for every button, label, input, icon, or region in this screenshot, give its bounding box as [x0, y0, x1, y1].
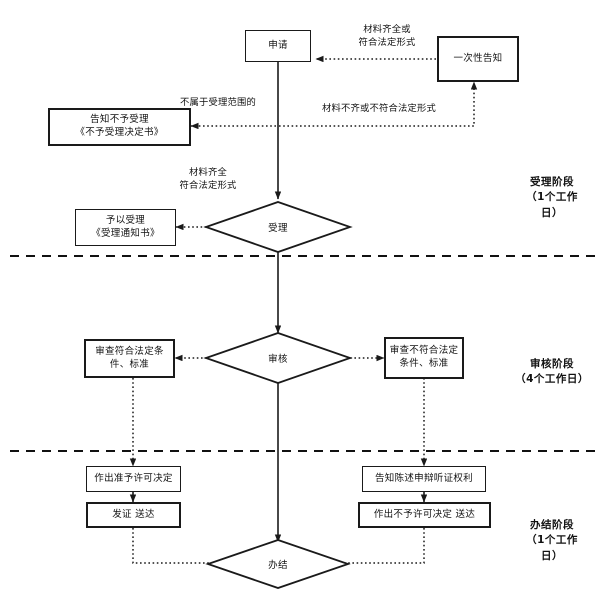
node-issue-deliver-label: 发证 送达 — [112, 508, 155, 520]
edge-issue-to-complete — [132, 528, 234, 567]
node-one-time-notice[interactable]: 一次性告知 — [437, 36, 519, 82]
node-decision-approve[interactable]: 作出准予许可决定 — [86, 466, 181, 492]
node-accept[interactable]: 受理 — [206, 202, 350, 252]
stage-label-acceptance: 受理阶段 （1个工作 日） — [508, 160, 596, 221]
node-apply[interactable]: 申请 — [245, 30, 311, 62]
stage-label-completion-name: 办结阶段 — [530, 519, 574, 532]
edge-label-materials-complete-or-legal: 材料齐全或 符合法定形式 — [358, 24, 416, 48]
stage-label-acceptance-duration: （1个工作 日） — [526, 191, 578, 219]
stage-label-acceptance-name: 受理阶段 — [530, 176, 574, 189]
node-decision-deny-label: 作出不予许可决定 送达 — [373, 508, 476, 520]
node-notice-not-accepted-label: 告知不予受理 《不予受理决定书》 — [75, 114, 164, 138]
stage-label-review: 审核阶段 （4个工作日） — [508, 342, 596, 388]
node-review[interactable]: 审核 — [206, 333, 350, 383]
node-notice-not-accepted[interactable]: 告知不予受理 《不予受理决定书》 — [48, 108, 191, 146]
node-review-conform-label: 审查符合法定条 件、标准 — [95, 345, 164, 370]
node-review-conform[interactable]: 审查符合法定条 件、标准 — [84, 339, 175, 378]
node-grant-acceptance-label: 予以受理 《受理通知书》 — [91, 214, 160, 239]
stage-label-review-duration: （4个工作日） — [515, 373, 589, 386]
stage-label-review-name: 审核阶段 — [530, 358, 574, 371]
node-issue-deliver[interactable]: 发证 送达 — [86, 502, 181, 528]
node-apply-label: 申请 — [268, 39, 288, 51]
node-review-not-conform[interactable]: 审查不符合法定 条件、标准 — [384, 337, 464, 379]
node-complete-label: 办结 — [268, 560, 288, 571]
edge-label-materials-complete-legal: 材料齐全 符合法定形式 — [179, 167, 237, 191]
diamond-complete — [205, 539, 351, 589]
edge-label-materials-incomplete: 材料不齐或不符合法定形式 — [322, 103, 436, 114]
node-grant-acceptance[interactable]: 予以受理 《受理通知书》 — [75, 209, 176, 246]
node-inform-rights[interactable]: 告知陈述申辩听证权利 — [362, 466, 486, 492]
edge-label-not-in-scope: 不属于受理范围的 — [180, 97, 256, 108]
diamond-accept — [203, 201, 353, 253]
node-one-time-notice-label: 一次性告知 — [453, 52, 503, 64]
diamond-review — [203, 332, 353, 384]
node-complete[interactable]: 办结 — [208, 540, 348, 588]
stage-label-completion: 办结阶段 （1个工作 日） — [508, 503, 596, 564]
edge-deny-to-complete — [324, 528, 425, 567]
node-inform-rights-label: 告知陈述申辩听证权利 — [374, 472, 473, 484]
node-decision-deny[interactable]: 作出不予许可决定 送达 — [358, 502, 491, 528]
node-review-not-conform-label: 审查不符合法定 条件、标准 — [389, 345, 459, 369]
node-review-label: 审核 — [268, 354, 288, 365]
node-accept-label: 受理 — [268, 223, 288, 234]
stage-label-completion-duration: （1个工作 日） — [526, 534, 578, 562]
node-decision-approve-label: 作出准予许可决定 — [94, 472, 173, 484]
